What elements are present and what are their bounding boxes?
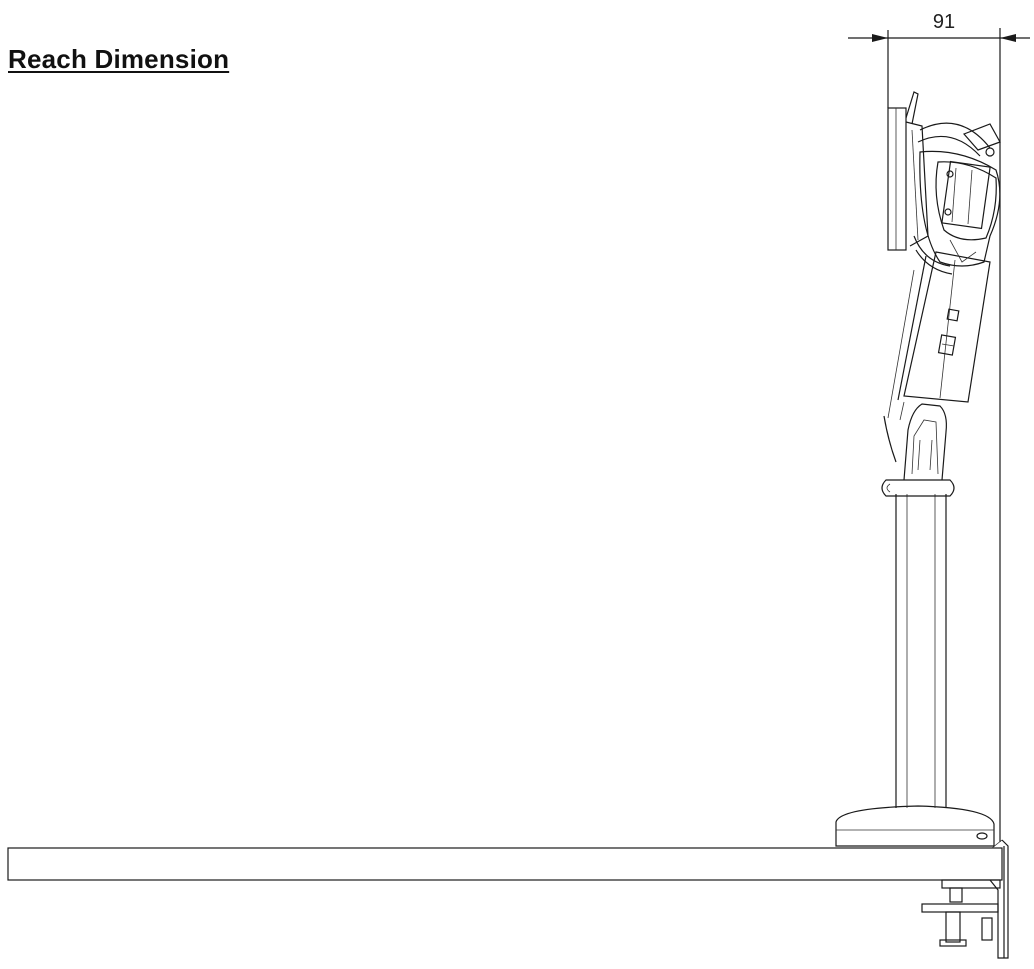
dimension-annotation: 91 [848,11,1030,842]
monitor-arm [887,251,991,419]
tilt-bracket-arcs [913,122,991,275]
vesa-plate [887,91,929,251]
desk-surface [7,839,1003,881]
dimension-value: 91 [933,11,955,33]
monitor-pole [881,479,955,808]
tilt-head [919,123,1001,267]
monitor-base [835,805,995,847]
page-title: Reach Dimension [8,44,230,74]
desk-clamp [921,839,1009,959]
arm-neck-joint [883,401,947,481]
